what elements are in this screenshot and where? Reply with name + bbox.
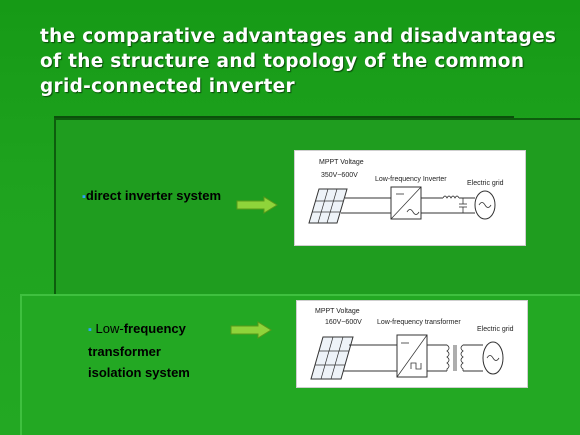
capacitor-icon [459, 198, 467, 213]
direct-inverter-label: ▪direct inverter system [82, 188, 221, 203]
panel-divider [54, 116, 514, 119]
bullet-icon: ▪ [82, 191, 86, 203]
transformer-isolation-label: ▪ Low-frequency transformer isolation sy… [88, 318, 190, 383]
arrow-right-icon [236, 196, 278, 214]
transformer-label-line1: ▪ Low-frequency [88, 318, 190, 341]
transformer-icon [446, 344, 464, 371]
mppt-voltage-label: MPPT Voltage [319, 159, 364, 166]
direct-inverter-diagram: MPPT Voltage 350V~600V Low-frequency Inv… [294, 150, 526, 246]
inverter-label: Low-frequency Inverter [375, 176, 447, 183]
inductor-icon [442, 195, 460, 199]
frequency-text: frequency [123, 321, 186, 336]
grid-source-icon [474, 190, 496, 220]
mppt-voltage-label: MPPT Voltage [315, 308, 360, 315]
solar-panel-icon [310, 336, 354, 380]
transformer-label: Low-frequency transformer [377, 319, 461, 326]
solar-panel-icon [308, 188, 348, 224]
transformer-label-line3: isolation system [88, 365, 190, 380]
slide-title: the comparative advantages and disadvant… [40, 26, 557, 97]
transformer-label-line2: transformer [88, 344, 161, 359]
voltage-range-label: 160V~600V [325, 319, 362, 326]
direct-inverter-text: direct inverter system [85, 188, 222, 203]
arrow-right-icon [230, 321, 272, 339]
direct-inverter-schematic: MPPT Voltage 350V~600V Low-frequency Inv… [308, 159, 504, 224]
low-text: Low- [95, 321, 124, 336]
inverter-icon [396, 334, 428, 378]
transformer-isolation-schematic: MPPT Voltage 160V~600V Low-frequency tra… [310, 308, 514, 380]
voltage-range-label: 350V~600V [321, 172, 358, 179]
grid-source-icon [482, 341, 504, 375]
grid-label: Electric grid [467, 180, 504, 187]
grid-label: Electric grid [477, 326, 514, 333]
transformer-isolation-diagram: MPPT Voltage 160V~600V Low-frequency tra… [296, 300, 528, 388]
bullet-icon: ▪ [88, 324, 92, 336]
inverter-icon [390, 186, 422, 220]
